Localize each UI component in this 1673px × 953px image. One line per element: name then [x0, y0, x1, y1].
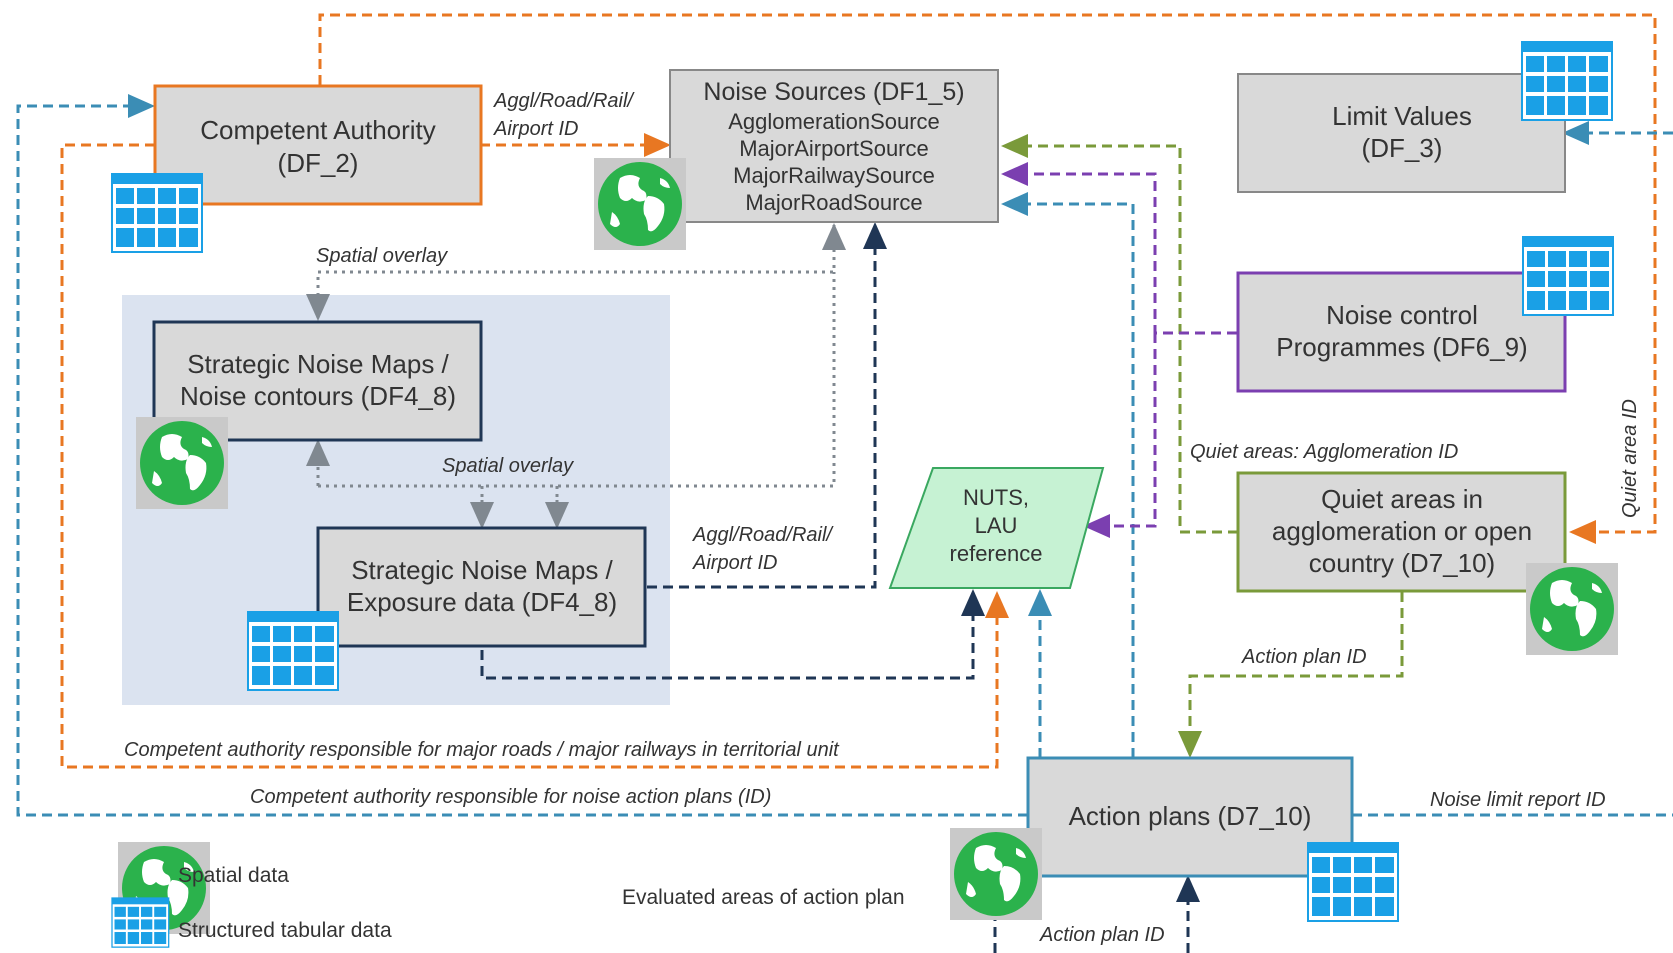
edge-exposure-to-noise-sources — [647, 222, 887, 589]
edge-noise-control-to-noise-sources — [1001, 162, 1237, 335]
node-action-plans: Action plans (D7_10) — [1026, 756, 1354, 878]
svg-text:(DF_2): (DF_2) — [278, 148, 359, 178]
node-text: MajorRoadSource — [745, 190, 922, 215]
globe-icon — [136, 417, 228, 509]
node-text: (DF_2) — [278, 148, 359, 178]
svg-text:NUTS,: NUTS, — [963, 485, 1029, 510]
svg-text:Limit Values: Limit Values — [1332, 101, 1472, 131]
node-noise-control-programmes: Noise control Programmes (DF6_9) — [1236, 271, 1567, 393]
edge-label: Action plan ID — [1241, 646, 1367, 668]
tabular-data-icon — [1521, 41, 1613, 121]
edge-quiet-to-noise-sources — [1001, 134, 1238, 534]
edge-quiet-to-action-plans — [1178, 592, 1404, 758]
edge-overlay-contours — [306, 225, 836, 321]
node-text: Noise contours (DF4_8) — [180, 381, 456, 411]
svg-text:Competent Authority: Competent Authority — [200, 115, 436, 145]
svg-text:reference: reference — [950, 541, 1043, 566]
node-text: Noise control — [1326, 300, 1478, 330]
node-text: Strategic Noise Maps / — [351, 555, 613, 585]
svg-text:Exposure data (DF4_8): Exposure data (DF4_8) — [347, 587, 617, 617]
edge-label: Competent authority responsible for majo… — [124, 739, 840, 761]
node-text: Limit Values — [1332, 101, 1472, 131]
edge-label: Action plan ID — [1039, 924, 1165, 946]
svg-text:Action plans (D7_10): Action plans (D7_10) — [1069, 801, 1312, 831]
node-text: Exposure data (DF4_8) — [347, 587, 617, 617]
svg-text:Strategic Noise Maps /: Strategic Noise Maps / — [187, 349, 449, 379]
node-text: Competent Authority — [200, 115, 436, 145]
edge-exposure-to-nuts — [480, 589, 985, 680]
svg-text:Noise contours (DF4_8): Noise contours (DF4_8) — [180, 381, 456, 411]
node-text: MajorRailwaySource — [733, 163, 935, 188]
edge-label: Aggl/Road/Rail/ — [692, 524, 834, 546]
globe-icon — [1526, 563, 1618, 655]
node-competent-authority: Competent Authority (DF_2) — [153, 84, 483, 206]
svg-text:Strategic Noise Maps /: Strategic Noise Maps / — [351, 555, 613, 585]
node-text: (DF_3) — [1362, 133, 1443, 163]
tabular-data-icon — [111, 897, 170, 948]
tabular-data-icon — [111, 173, 203, 253]
globe-icon — [594, 158, 686, 250]
edge-action-plans-to-ca — [16, 94, 1028, 817]
svg-text:Noise control: Noise control — [1326, 300, 1478, 330]
node-text: MajorAirportSource — [739, 136, 929, 161]
edge-label: Competent authority responsible for nois… — [250, 786, 771, 808]
svg-text:MajorAirportSource: MajorAirportSource — [739, 136, 929, 161]
svg-text:MajorRoadSource: MajorRoadSource — [745, 190, 922, 215]
node-snm-exposure: Strategic Noise Maps / Exposure data (DF… — [316, 526, 647, 648]
svg-text:(DF_3): (DF_3) — [1362, 133, 1443, 163]
node-text: Noise Sources (DF1_5) — [703, 78, 964, 106]
edge-label: Spatial overlay — [442, 455, 574, 477]
node-text: country (D7_10) — [1309, 548, 1495, 578]
node-text: agglomeration or open — [1272, 516, 1532, 546]
svg-text:country (D7_10): country (D7_10) — [1309, 548, 1495, 578]
node-text: Action plans (D7_10) — [1069, 801, 1312, 831]
tabular-data-icon — [247, 611, 339, 691]
node-nuts-lau-reference: NUTS, LAU reference — [888, 467, 1105, 589]
node-text: LAU — [975, 513, 1018, 538]
tabular-data-icon — [1522, 236, 1614, 316]
legend-spatial-label: Spatial data — [178, 864, 289, 887]
svg-text:LAU: LAU — [975, 513, 1018, 538]
node-text: AgglomerationSource — [728, 109, 940, 134]
edge-label: Quiet areas: Agglomeration ID — [1190, 441, 1458, 463]
edge-label: Noise limit report ID — [1430, 789, 1606, 811]
edge-label: Airport ID — [493, 118, 578, 140]
svg-text:MajorRailwaySource: MajorRailwaySource — [733, 163, 935, 188]
svg-text:Noise Sources (DF1_5): Noise Sources (DF1_5) — [703, 78, 964, 106]
edge-label: Aggl/Road/Rail/ — [493, 90, 635, 112]
node-text: NUTS, — [963, 485, 1029, 510]
node-snm-contours: Strategic Noise Maps / Noise contours (D… — [152, 320, 483, 442]
node-limit-values: Limit Values (DF_3) — [1237, 73, 1566, 193]
node-quiet-areas: Quiet areas in agglomeration or open cou… — [1236, 471, 1567, 593]
edge-label: Evaluated areas of action plan — [622, 886, 905, 909]
node-noise-sources: Noise Sources (DF1_5) AgglomerationSourc… — [669, 69, 999, 223]
svg-text:AgglomerationSource: AgglomerationSource — [728, 109, 940, 134]
edge-label: Spatial overlay — [316, 245, 448, 267]
node-text: Quiet areas in — [1321, 484, 1483, 514]
node-text: Strategic Noise Maps / — [187, 349, 449, 379]
legend: Spatial data Structured tabular data — [111, 842, 392, 948]
edge-label: Airport ID — [692, 552, 777, 574]
legend-tabular-label: Structured tabular data — [178, 919, 392, 942]
edge-action-plans-to-noise-sources — [1001, 192, 1135, 758]
edge-action-plans-to-limit-values — [1352, 133, 1673, 817]
edge-noise-control-to-nuts — [1083, 333, 1157, 538]
globe-icon — [950, 828, 1042, 920]
node-text: Programmes (DF6_9) — [1276, 332, 1527, 362]
svg-text:agglomeration or open: agglomeration or open — [1272, 516, 1532, 546]
node-text: reference — [950, 541, 1043, 566]
edge-label: Quiet area ID — [1619, 399, 1641, 518]
tabular-data-icon — [1307, 842, 1399, 922]
svg-text:Quiet areas in: Quiet areas in — [1321, 484, 1483, 514]
svg-text:Programmes (DF6_9): Programmes (DF6_9) — [1276, 332, 1527, 362]
